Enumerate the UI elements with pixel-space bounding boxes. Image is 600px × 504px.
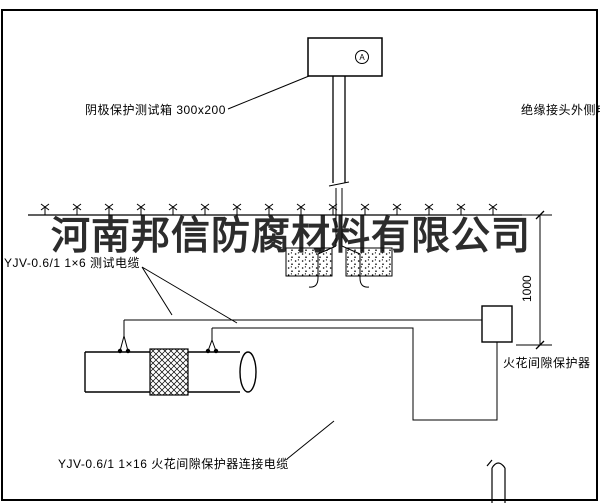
spark-gap-protector bbox=[481, 305, 513, 343]
leader-test-box bbox=[227, 75, 310, 110]
pipe-end-cap bbox=[239, 351, 257, 393]
label-outer-cable: 绝缘接头外侧电缆 bbox=[521, 103, 600, 117]
label-test-cable: YJV-0.6/1 1×6 测试电缆 bbox=[4, 256, 141, 270]
label-protector-cable: YJV-0.6/1 1×16 火花间隙保护器连接电缆 bbox=[58, 457, 289, 471]
concrete-block-right bbox=[345, 247, 393, 277]
terminal-leads-right bbox=[207, 328, 217, 352]
conduit-lower-section bbox=[335, 188, 343, 246]
company-watermark: 河南邦信防腐材料有限公司 bbox=[50, 215, 532, 258]
ammeter-symbol bbox=[355, 50, 369, 64]
insulating-joint bbox=[149, 348, 189, 396]
buried-cable-right bbox=[341, 245, 370, 288]
label-dimension-1000: 1000 bbox=[520, 275, 534, 302]
drawing-frame bbox=[1, 9, 598, 501]
terminal-leads-left bbox=[119, 320, 129, 352]
dimension-ticks bbox=[535, 210, 545, 350]
label-test-box: 阴极保护测试箱 300x200 bbox=[85, 103, 226, 117]
ammeter-letter: A bbox=[359, 53, 365, 62]
buried-cable-left bbox=[308, 245, 337, 288]
concrete-block-left bbox=[285, 247, 333, 277]
conduit-break-mark bbox=[328, 181, 350, 187]
leader-test-cable bbox=[141, 266, 238, 324]
test-post-conduit bbox=[332, 76, 346, 183]
leader-protector-cable bbox=[286, 420, 335, 460]
pipe-riser-symbol bbox=[486, 459, 506, 503]
label-spark-gap-protector: 火花间隙保护器 bbox=[503, 356, 591, 370]
dimension-line bbox=[516, 214, 552, 346]
test-box bbox=[307, 37, 383, 77]
protector-cable-run bbox=[212, 327, 498, 421]
